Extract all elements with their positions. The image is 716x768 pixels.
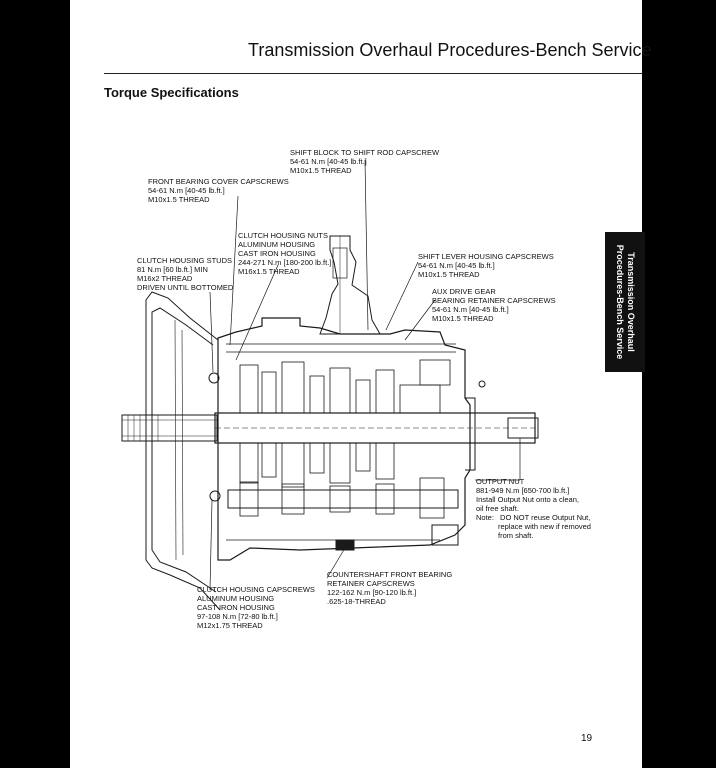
callout-aux-drive-gear: AUX DRIVE GEAR BEARING RETAINER CAPSCREW… <box>432 287 556 323</box>
callout-shift-lever-housing: SHIFT LEVER HOUSING CAPSCREWS 54-61 N.m … <box>418 252 554 279</box>
callout-line: OUTPUT NUT <box>476 477 525 486</box>
callout-line: M10x1.5 THREAD <box>432 314 494 323</box>
callout-line: 54-61 N.m [40-45 lb.ft.] <box>432 305 509 314</box>
callout-line: CLUTCH HOUSING CAPSCREWS <box>197 585 315 594</box>
callout-line: SHIFT LEVER HOUSING CAPSCREWS <box>418 252 554 261</box>
main-case-outline <box>217 317 471 561</box>
callout-clutch-housing-capscrews: CLUTCH HOUSING CAPSCREWS ALUMINUM HOUSIN… <box>197 585 315 630</box>
callout-line: DRIVEN UNTIL BOTTOMED <box>137 283 234 292</box>
callout-line: M16x2 THREAD <box>137 274 193 283</box>
callout-line: BEARING RETAINER CAPSCREWS <box>432 296 556 305</box>
callout-line: Install Output Nut onto a clean, <box>476 495 579 504</box>
callout-line: 81 N.m [60 lb.ft.] MIN <box>137 265 208 274</box>
callout-front-bearing-cover: FRONT BEARING COVER CAPSCREWS 54-61 N.m … <box>148 177 289 204</box>
callout-line: 54-61 N.m [40-45 lb.ft.] <box>148 186 225 195</box>
page-header-title: Transmission Overhaul Procedures-Bench S… <box>248 40 652 60</box>
callout-line: AUX DRIVE GEAR <box>432 287 496 296</box>
callout-line: replace with new if removed <box>498 522 591 531</box>
callout-line: M12x1.75 THREAD <box>197 621 263 630</box>
callout-line: CAST IRON HOUSING <box>197 603 275 612</box>
callout-line: 54-61 N.m [40-45 lb.ft.] <box>418 261 495 270</box>
callout-line: M16x1.5 THREAD <box>238 267 300 276</box>
input-shaft <box>121 414 218 442</box>
output-nut-note: Note: DO NOT reuse Output Nut, replace w… <box>476 513 591 540</box>
callout-line: ALUMINUM HOUSING <box>238 240 316 249</box>
shift-lever-tower <box>319 235 381 335</box>
callout-line: FRONT BEARING COVER CAPSCREWS <box>148 177 289 186</box>
callout-line: RETAINER CAPSCREWS <box>327 579 415 588</box>
aux-drive-housing <box>431 524 459 546</box>
callout-line: 244-271 N.m [180-200 lb.ft.] <box>238 258 332 267</box>
output-nut-shape <box>507 417 539 439</box>
callout-shift-block: SHIFT BLOCK TO SHIFT ROD CAPSCREW 54-61 … <box>290 148 439 175</box>
callout-line: ALUMINUM HOUSING <box>197 594 275 603</box>
clutch-housing-outline <box>145 291 221 611</box>
callout-line: from shaft. <box>498 531 534 540</box>
callout-countershaft-front-bearing: COUNTERSHAFT FRONT BEARING RETAINER CAPS… <box>327 570 452 606</box>
callout-line: 54-61 N.m [40-45 lb.ft.] <box>290 157 367 166</box>
callout-line: CAST IRON HOUSING <box>238 249 316 258</box>
page-number: 19 <box>581 733 593 744</box>
callout-output-nut: OUTPUT NUT 881-949 N.m [650-700 lb.ft.] … <box>476 477 591 540</box>
callout-line: M10x1.5 THREAD <box>418 270 480 279</box>
side-tab[interactable]: Transmission Overhaul Procedures-Bench S… <box>605 232 645 372</box>
callout-line: 122-162 N.m [90-120 lb.ft.] <box>327 588 417 597</box>
callout-line: M10x1.5 THREAD <box>148 195 210 204</box>
callout-line: SHIFT BLOCK TO SHIFT ROD CAPSCREW <box>290 148 440 157</box>
callout-clutch-housing-nuts: CLUTCH HOUSING NUTS ALUMINUM HOUSING CAS… <box>238 231 331 276</box>
callout-line: CLUTCH HOUSING STUDS <box>137 256 233 265</box>
callout-line: 881-949 N.m [650-700 lb.ft.] <box>476 486 570 495</box>
note-label: Note: <box>476 513 494 522</box>
countershaft <box>227 489 459 509</box>
header-rule <box>104 73 642 74</box>
section-title: Torque Specifications <box>104 85 239 100</box>
callout-line: COUNTERSHAFT FRONT BEARING <box>327 570 453 579</box>
callout-line: 97-108 N.m [72-80 lb.ft.] <box>197 612 278 621</box>
callout-line: .625-18-THREAD <box>327 597 386 606</box>
callout-line: DO NOT reuse Output Nut, <box>500 513 591 522</box>
callout-line: M10x1.5 THREAD <box>290 166 352 175</box>
callout-clutch-housing-studs: CLUTCH HOUSING STUDS 81 N.m [60 lb.ft.] … <box>137 256 233 292</box>
callout-line: CLUTCH HOUSING NUTS <box>238 231 329 240</box>
callout-line: oil free shaft. <box>476 504 519 513</box>
